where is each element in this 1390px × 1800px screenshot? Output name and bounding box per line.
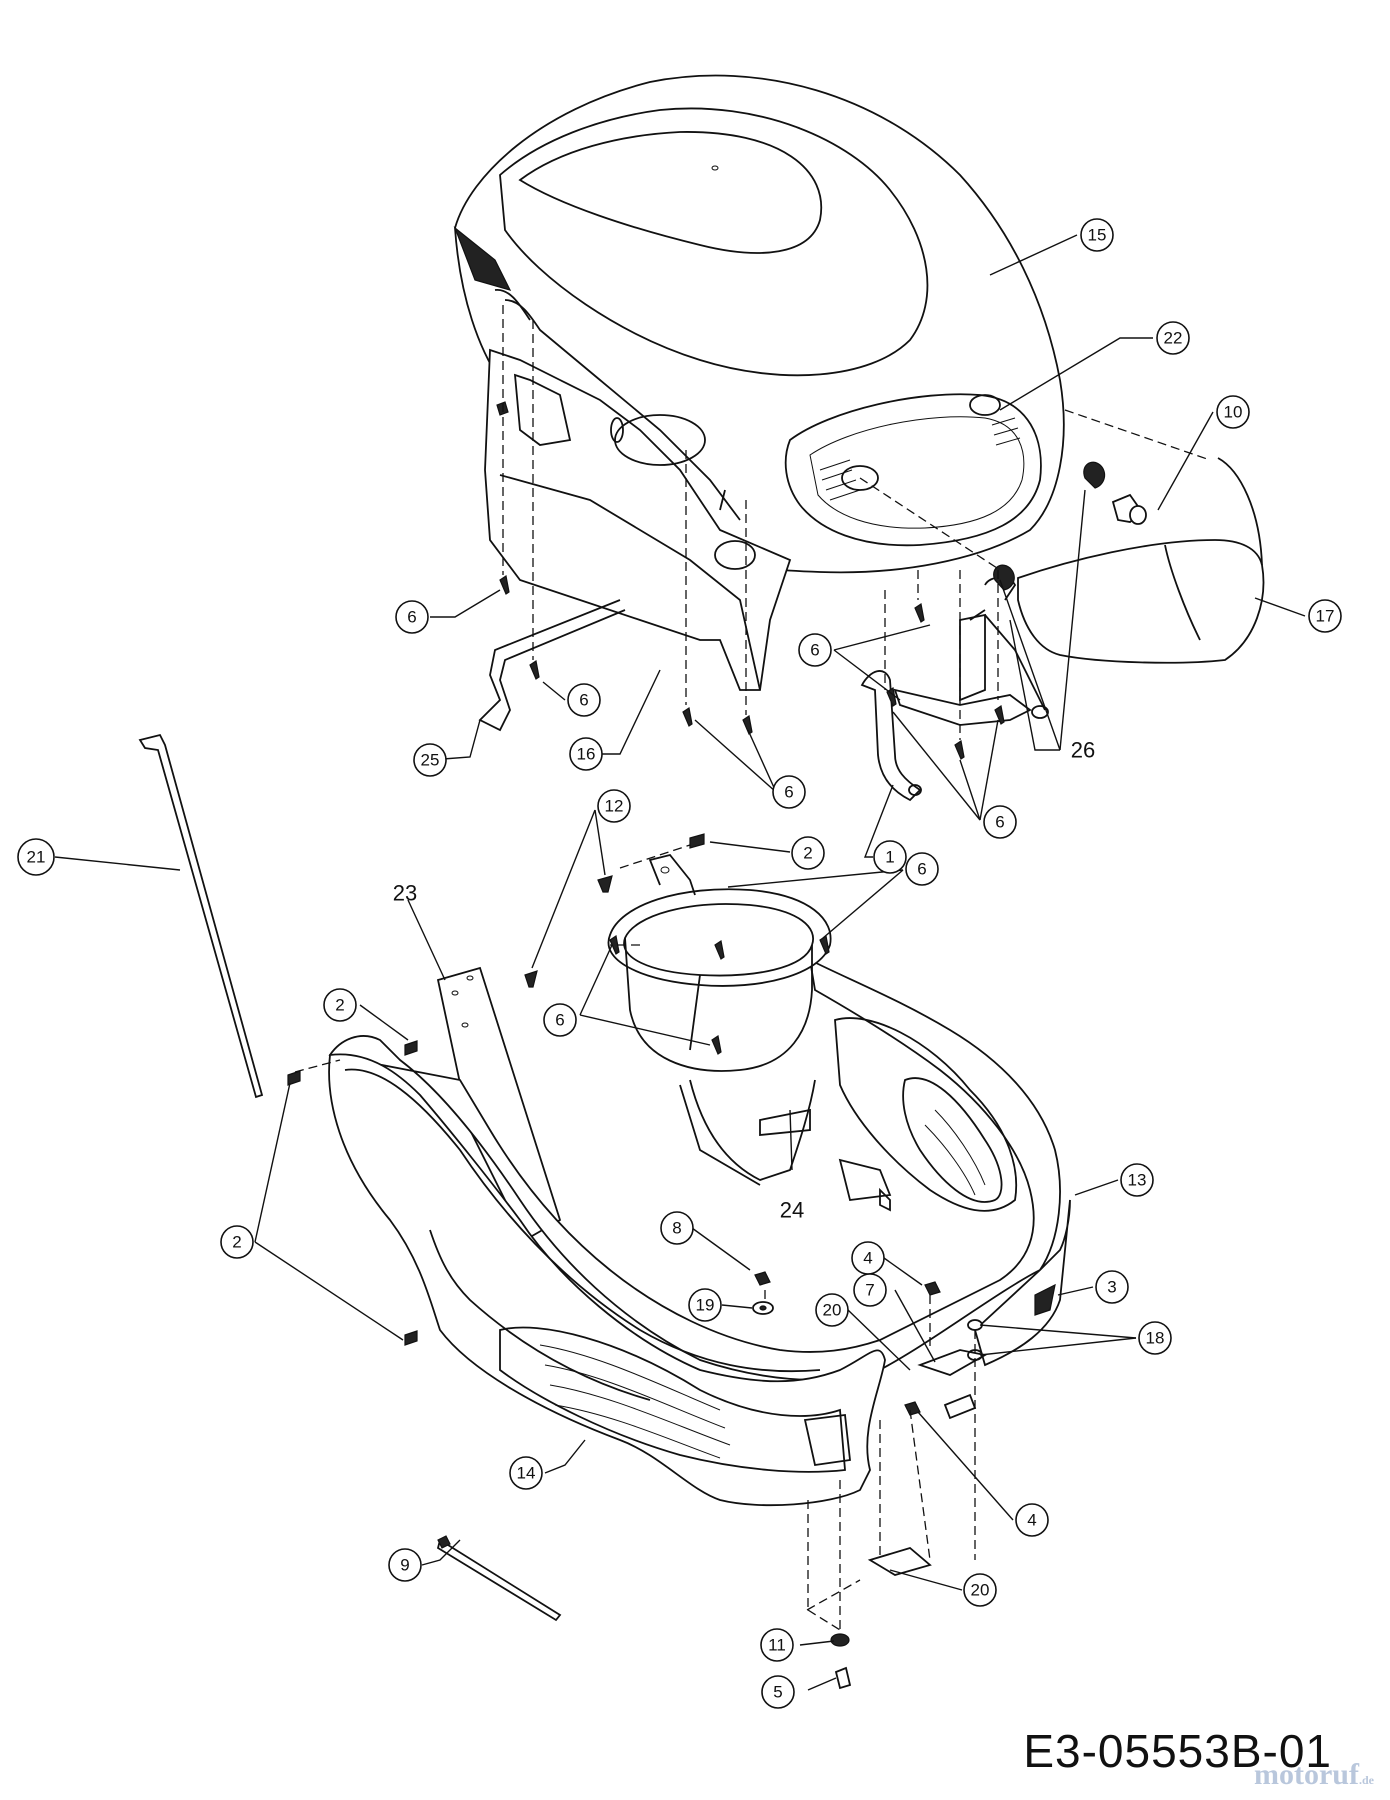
callout-6: 6 (772, 775, 806, 809)
watermark-logo: motoruf.de (1254, 1758, 1374, 1791)
svg-text:2: 2 (335, 996, 344, 1015)
svg-text:1: 1 (885, 848, 894, 867)
svg-text:23: 23 (393, 881, 417, 906)
leader-lines (55, 235, 1305, 1690)
body-shell (329, 960, 1070, 1505)
callout-8: 8 (660, 1211, 694, 1245)
callout-25: 25 (413, 743, 447, 777)
bracket-1 (862, 671, 921, 800)
svg-text:6: 6 (917, 860, 926, 879)
callout-7: 7 (853, 1273, 887, 1307)
svg-text:6: 6 (579, 691, 588, 710)
clip-26 (994, 462, 1105, 590)
callout-6: 6 (395, 600, 429, 634)
svg-text:2: 2 (803, 844, 812, 863)
callout-6: 6 (905, 852, 939, 886)
callout-22: 22 (1156, 321, 1190, 355)
callout-6: 6 (798, 633, 832, 667)
fasteners-lower (288, 834, 985, 1688)
callout-21: 21 (17, 838, 55, 876)
svg-text:2: 2 (232, 1233, 241, 1252)
callout-2: 2 (791, 836, 825, 870)
callout-16: 16 (569, 737, 603, 771)
svg-text:17: 17 (1316, 607, 1335, 626)
callout-13: 13 (1120, 1163, 1154, 1197)
callout-26: 26 (1071, 738, 1095, 763)
svg-text:6: 6 (555, 1011, 564, 1030)
support-rod-21 (140, 735, 262, 1097)
callout-15: 15 (1080, 218, 1114, 252)
cap-10 (1113, 495, 1146, 524)
callout-9: 9 (388, 1548, 422, 1582)
svg-text:26: 26 (1071, 738, 1095, 763)
callout-6: 6 (543, 1003, 577, 1037)
callout-17: 17 (1308, 599, 1342, 633)
collar-ring (608, 855, 830, 1185)
callout-18: 18 (1138, 1321, 1172, 1355)
svg-text:3: 3 (1107, 1278, 1116, 1297)
callout-11: 11 (760, 1628, 794, 1662)
svg-text:21: 21 (27, 848, 46, 867)
svg-text:6: 6 (995, 813, 1004, 832)
svg-text:7: 7 (865, 1281, 874, 1300)
callout-4: 4 (1015, 1503, 1049, 1537)
svg-text:16: 16 (577, 745, 596, 764)
svg-text:11: 11 (768, 1636, 786, 1655)
svg-text:20: 20 (823, 1301, 842, 1320)
callout-14: 14 (509, 1456, 543, 1490)
callout-4: 4 (851, 1241, 885, 1275)
svg-text:25: 25 (421, 751, 440, 770)
callout-1: 1 (873, 840, 907, 874)
svg-text:15: 15 (1088, 226, 1107, 245)
svg-text:18: 18 (1146, 1329, 1165, 1348)
callout-6: 6 (567, 683, 601, 717)
svg-text:19: 19 (696, 1296, 715, 1315)
alignment-lines-upper (503, 305, 1210, 740)
alignment-lines-lower (295, 845, 975, 1635)
svg-text:13: 13 (1128, 1171, 1147, 1190)
callout-3: 3 (1095, 1270, 1129, 1304)
callout-24: 24 (780, 1198, 804, 1223)
svg-text:4: 4 (863, 1249, 872, 1268)
svg-text:8: 8 (672, 1219, 681, 1238)
bracket-25 (480, 600, 625, 730)
callout-2: 2 (323, 988, 357, 1022)
svg-text:6: 6 (810, 641, 819, 660)
callout-19: 19 (688, 1288, 722, 1322)
callout-20: 20 (815, 1293, 849, 1327)
callout-6: 6 (983, 805, 1017, 839)
svg-text:5: 5 (773, 1683, 782, 1702)
svg-text:24: 24 (780, 1198, 804, 1223)
callout-10: 10 (1216, 395, 1250, 429)
windscreen-17 (1018, 458, 1263, 663)
callout-2: 2 (220, 1225, 254, 1259)
svg-text:6: 6 (784, 783, 793, 802)
svg-text:6: 6 (407, 608, 416, 627)
callout-23: 23 (393, 881, 417, 906)
drawing-code: E3-05553B-01 (1023, 1725, 1332, 1777)
callout-5: 5 (761, 1675, 795, 1709)
svg-text:14: 14 (517, 1464, 536, 1483)
svg-text:10: 10 (1224, 403, 1243, 422)
svg-text:22: 22 (1164, 329, 1183, 348)
svg-text:20: 20 (971, 1581, 990, 1600)
svg-text:4: 4 (1027, 1511, 1036, 1530)
callout-20: 20 (963, 1573, 997, 1607)
svg-text:9: 9 (400, 1556, 409, 1575)
callout-12: 12 (597, 789, 631, 823)
svg-text:12: 12 (605, 797, 624, 816)
hood (455, 76, 1064, 690)
